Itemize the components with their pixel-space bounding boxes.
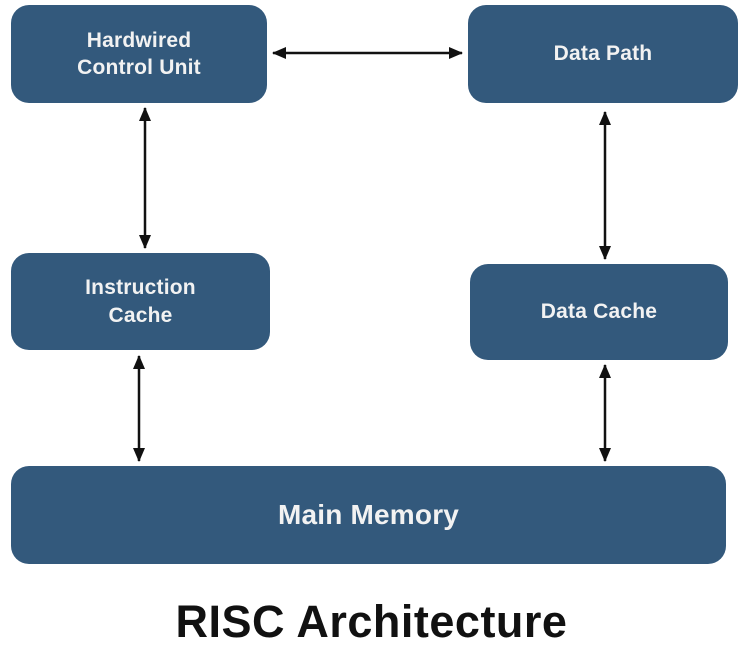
node-instruction-cache-label: Instruction Cache xyxy=(85,276,196,327)
node-data-path-label: Data Path xyxy=(553,42,653,66)
node-hardwired-control-unit-label: Hardwired Control Unit xyxy=(77,28,201,79)
node-main-memory: Main Memory xyxy=(11,466,726,564)
node-data-cache-label: Data Cache xyxy=(540,300,658,324)
node-instruction-cache: Instruction Cache xyxy=(11,253,270,350)
node-data-cache: Data Cache xyxy=(470,264,728,360)
node-main-memory-label: Main Memory xyxy=(277,498,460,530)
node-data-path: Data Path xyxy=(468,5,738,103)
diagram-title: RISC Architecture xyxy=(175,596,568,647)
node-hardwired-control-unit: Hardwired Control Unit xyxy=(11,5,267,103)
